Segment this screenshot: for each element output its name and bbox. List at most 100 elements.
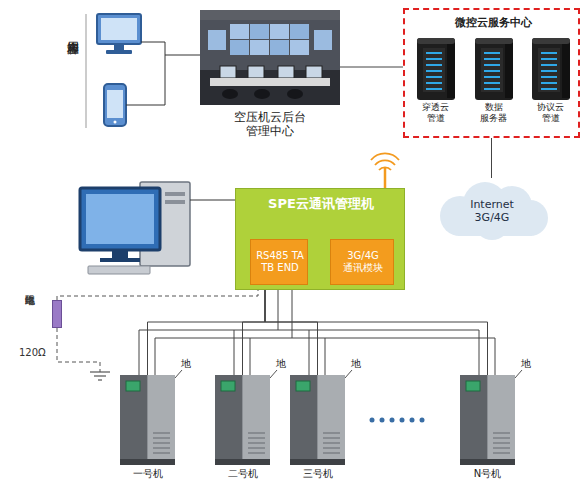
compressor-unit-shape	[215, 375, 270, 465]
connector-line	[243, 285, 266, 375]
pc-stand	[112, 250, 128, 258]
side-screen	[208, 30, 226, 50]
ground-label: 地	[521, 358, 531, 370]
side-screen	[314, 30, 332, 50]
vent-slot	[248, 437, 265, 439]
phone-screen	[107, 90, 123, 118]
bus-drop	[495, 338, 496, 375]
server-light	[541, 52, 557, 54]
node-label: 微控云服务中心	[405, 16, 582, 29]
video-wall-screen	[290, 40, 309, 55]
cabinet-door	[215, 375, 242, 465]
bus-wire	[155, 338, 292, 339]
photo-background	[200, 10, 340, 105]
antenna	[384, 168, 387, 188]
vent-slot	[493, 452, 510, 454]
server-light	[484, 52, 500, 54]
cabinet-body	[215, 375, 270, 465]
desk	[210, 78, 330, 86]
monitor-icon	[97, 14, 141, 44]
ellipsis-dot	[410, 418, 415, 423]
server-side	[562, 40, 570, 98]
ground-label: 地	[181, 358, 191, 370]
cabinet-door	[460, 375, 487, 465]
vent-slot	[153, 437, 170, 439]
server-icon-shape	[417, 38, 455, 100]
server-body	[532, 38, 570, 100]
connector-line	[148, 285, 266, 375]
server-light	[541, 76, 557, 78]
vent-slot	[493, 437, 510, 439]
bus-drop	[234, 330, 235, 375]
video-wall-screen	[250, 40, 269, 55]
desk-monitor	[278, 66, 294, 78]
video-wall-screen	[250, 24, 269, 39]
server-light	[541, 58, 557, 60]
node-label: N号机	[450, 468, 525, 480]
server-front	[481, 48, 503, 92]
bus-drop	[155, 338, 156, 375]
vent-slot	[153, 432, 170, 434]
connector-line	[265, 285, 318, 375]
server-light	[484, 82, 500, 84]
pc-monitor	[80, 188, 160, 250]
cellular-module: 3G/4G 通讯模块	[330, 239, 394, 285]
cloud-shape	[440, 182, 548, 240]
compressor-unit: N号机	[460, 375, 515, 465]
bus-wire	[139, 330, 278, 331]
connector-line	[57, 285, 258, 300]
node-label: 协议云 管道	[536, 102, 565, 124]
node-label: 3G/4G 通讯模块	[342, 250, 384, 274]
desk-monitor	[220, 66, 236, 78]
video-wall-screen	[270, 40, 289, 55]
ground-wire	[270, 370, 277, 378]
connector-line	[340, 67, 403, 68]
ground-wire	[345, 370, 352, 378]
video-wall-screen	[230, 40, 249, 55]
server-top	[475, 38, 513, 44]
gateway-box: SPE云通讯管理机RS485 TA TB END3G/4G 通讯模块	[235, 188, 405, 290]
server-top	[417, 38, 455, 44]
drive-slot	[165, 192, 185, 196]
compressor-unit: 三号机	[290, 375, 345, 465]
ground-wire	[175, 370, 182, 378]
vent-slot	[323, 447, 340, 449]
ground-symbol	[98, 379, 102, 380]
ellipsis-dot	[390, 418, 395, 423]
ground-wire	[515, 370, 522, 378]
wire	[165, 55, 200, 56]
cabinet-panel	[148, 375, 175, 465]
control-screen	[296, 381, 310, 391]
server-light	[426, 70, 442, 72]
node-label: 穿透云 管道	[421, 102, 450, 124]
server-front	[538, 48, 560, 92]
cabinet-base	[120, 459, 175, 465]
chair	[222, 89, 238, 99]
desk-monitor	[306, 66, 322, 78]
server-light	[426, 76, 442, 78]
bus-drop	[139, 330, 140, 375]
cabinet-panel	[318, 375, 345, 465]
server-body	[417, 38, 455, 100]
server-icon-shape	[475, 38, 513, 100]
bus-drop	[250, 338, 251, 375]
vent-slot	[323, 442, 340, 444]
ceiling	[200, 10, 340, 20]
bracket-line	[86, 14, 87, 128]
server-icon: 数据 服务器	[475, 38, 513, 100]
server-light	[426, 64, 442, 66]
wire	[141, 42, 165, 43]
control-screen	[221, 381, 235, 391]
desk-monitor	[248, 66, 264, 78]
server-light	[541, 64, 557, 66]
server-light	[426, 58, 442, 60]
phone-button	[114, 121, 117, 124]
ground-wire	[57, 328, 100, 372]
ellipsis-dot	[400, 418, 405, 423]
control-room-photo: 空压机云后台 管理中心	[200, 10, 340, 105]
server-light	[426, 88, 442, 90]
ellipsis-dot	[380, 418, 385, 423]
server-side	[447, 40, 455, 98]
vent-slot	[153, 447, 170, 449]
server-icon: 穿透云 管道	[417, 38, 455, 100]
